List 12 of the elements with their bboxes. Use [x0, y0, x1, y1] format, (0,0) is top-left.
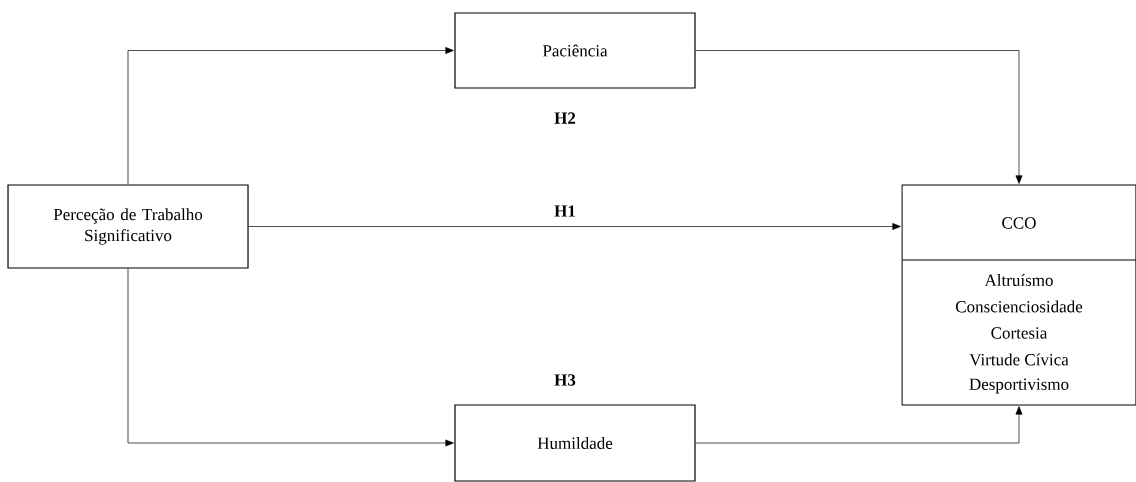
arrow — [695, 406, 1023, 444]
hypothesis-label: H1 — [554, 205, 575, 217]
arrow — [127, 47, 454, 185]
hypothesis-label: H3 — [554, 374, 576, 386]
concept-box: Humildade — [454, 404, 696, 482]
arrow — [695, 50, 1023, 184]
construct-box: CCO Altruísmo Conscienciosidade Cortesia Virtude Cívica Desportivismo — [901, 184, 1136, 406]
arrow — [127, 268, 454, 447]
concept-box: Perceção de Trabalho Significativo — [7, 184, 249, 269]
hypothesis-label: H2 — [554, 112, 576, 124]
arrow — [248, 223, 901, 230]
concept-box: Paciência — [454, 12, 696, 89]
